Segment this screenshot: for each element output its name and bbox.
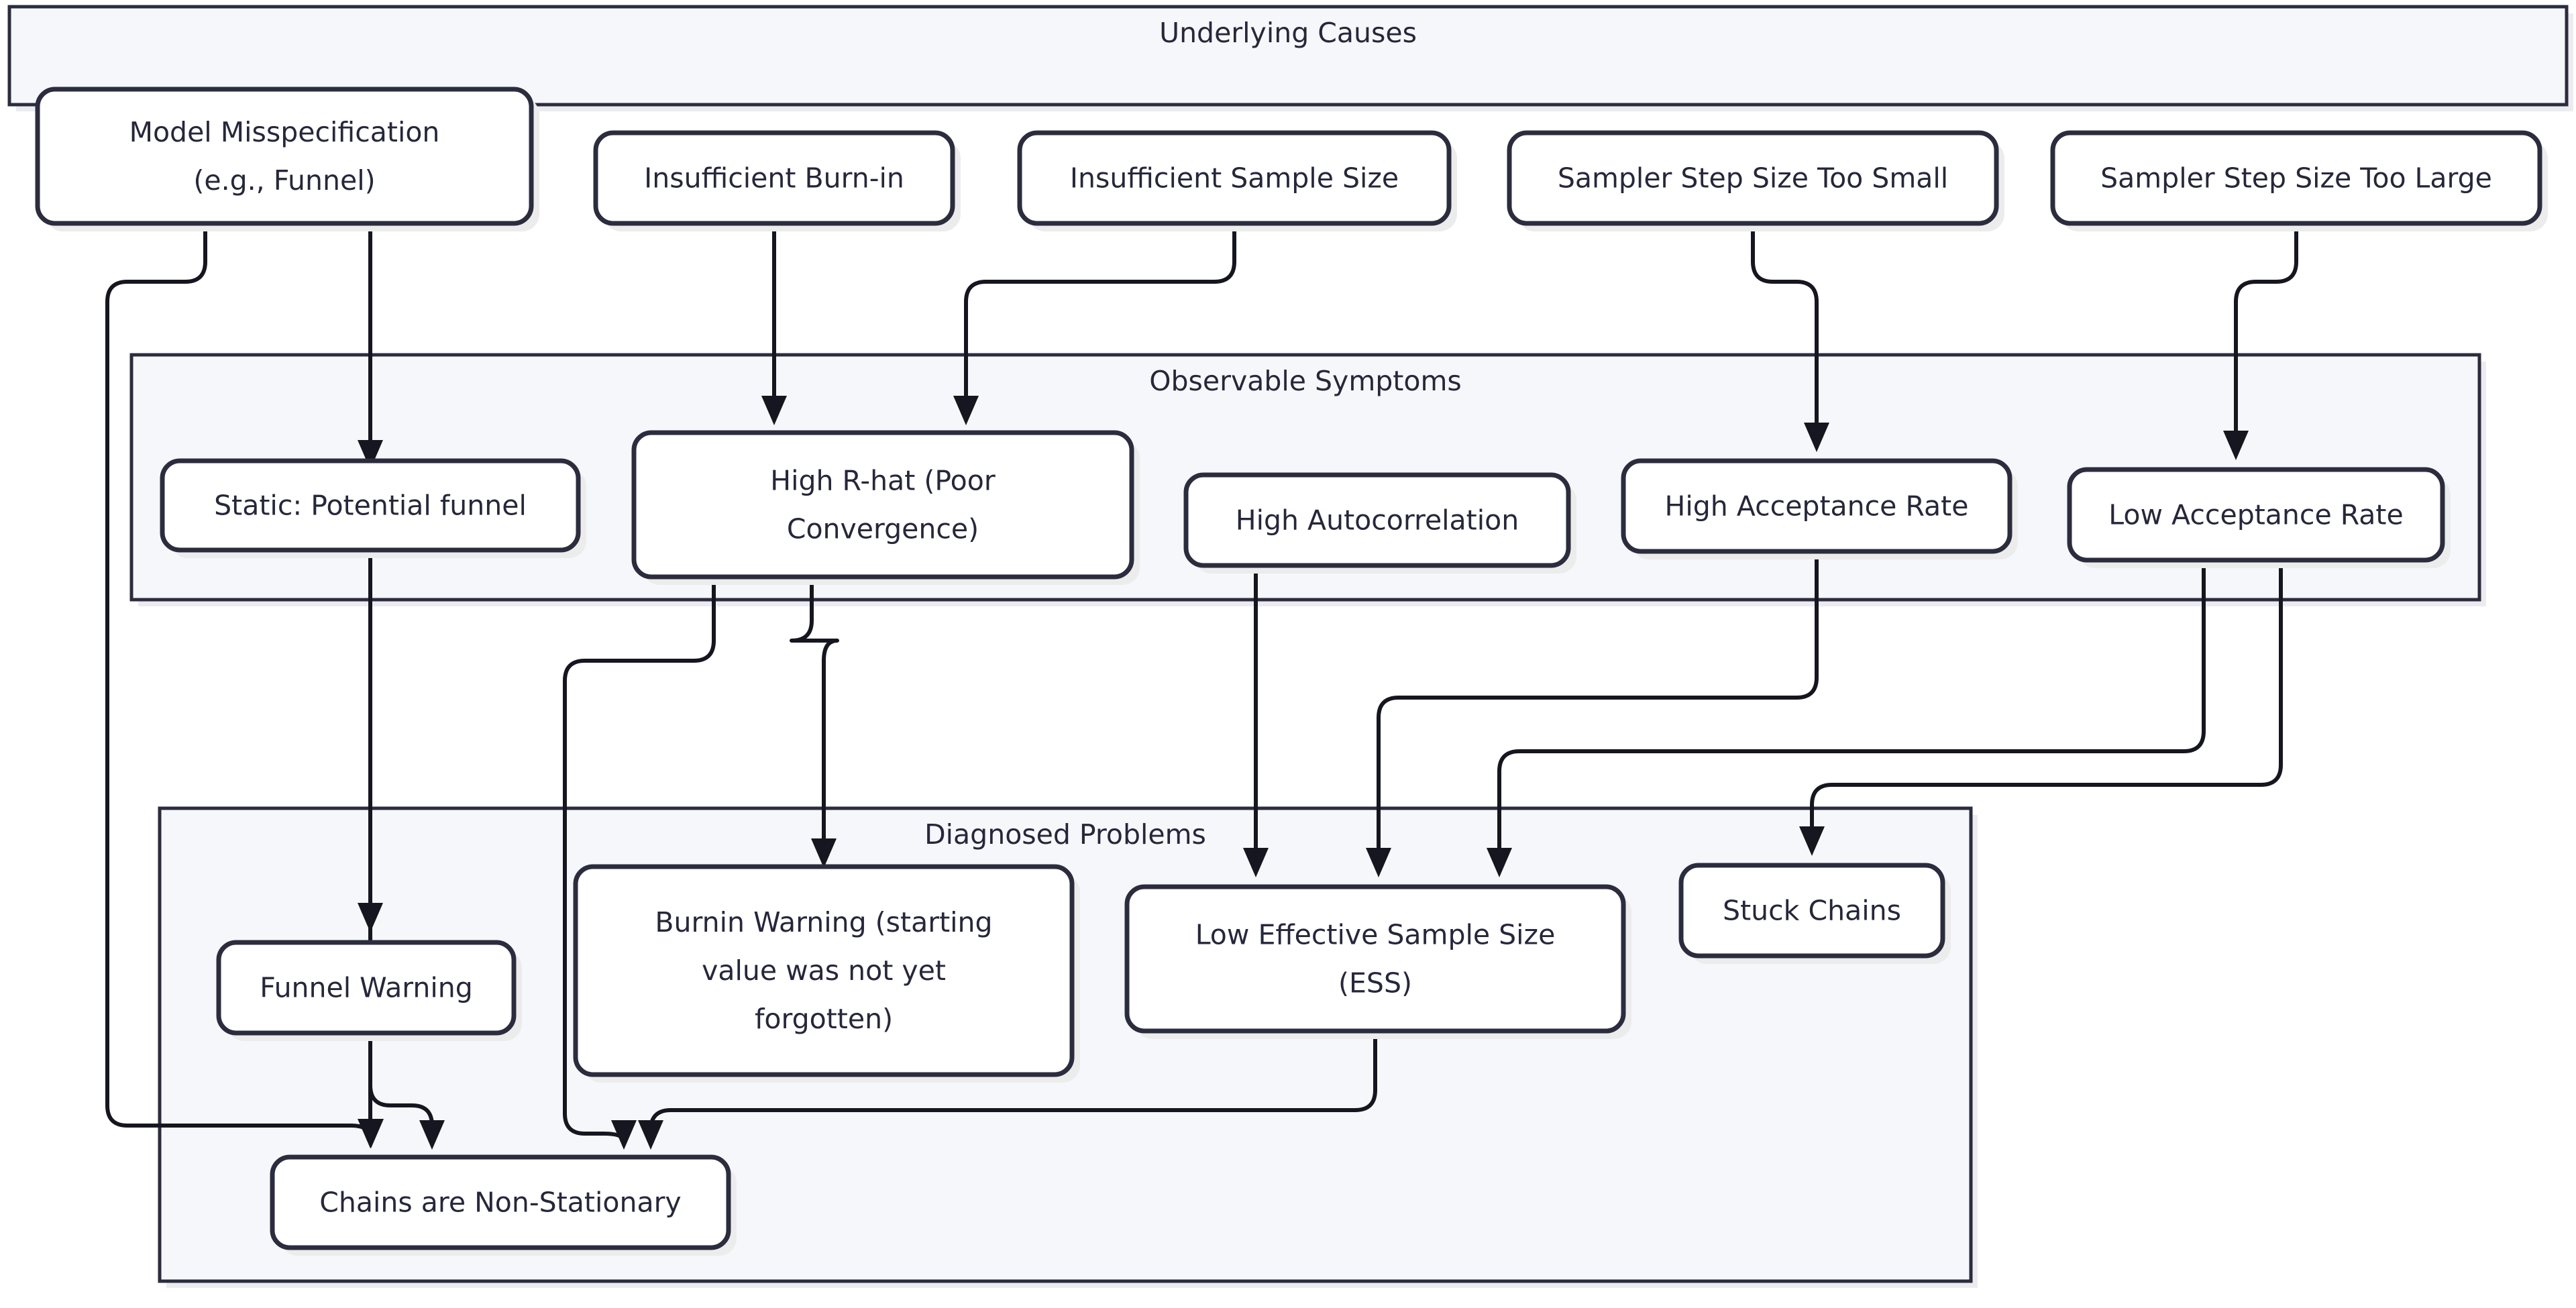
node-label-autocorr: High Autocorrelation bbox=[1236, 504, 1519, 537]
node-lowess[interactable]: Low Effective Sample Size (ESS) bbox=[1124, 884, 1631, 1039]
edge-samplesz-to-rhat bbox=[953, 225, 1236, 425]
edge-lowacc-to-stuck bbox=[1799, 561, 2283, 856]
node-label-stepsmall: Sampler Step Size Too Small bbox=[1558, 162, 1948, 195]
node-funnelwarn[interactable]: Funnel Warning bbox=[216, 940, 522, 1041]
node-label-lowess: Low Effective Sample Size bbox=[1195, 919, 1556, 951]
node-label-burninwarn: value was not yet bbox=[702, 955, 946, 987]
edge-steplarge-to-lowacc bbox=[2223, 225, 2298, 460]
node-label-steplarge: Sampler Step Size Too Large bbox=[2100, 162, 2492, 195]
node-label-highacc: High Acceptance Rate bbox=[1665, 490, 1969, 523]
node-label-misspec: Model Misspecification bbox=[129, 116, 440, 148]
node-label-lowess: (ESS) bbox=[1338, 967, 1412, 999]
node-steplarge[interactable]: Sampler Step Size Too Large bbox=[2050, 130, 2548, 231]
edge-funnelwarn-to-nonstat bbox=[368, 1034, 445, 1150]
node-label-nonstat: Chains are Non-Stationary bbox=[319, 1187, 681, 1219]
edge-misspec-to-staticfun bbox=[358, 225, 383, 470]
node-misspec[interactable]: Model Misspecification (e.g., Funnel) bbox=[35, 87, 539, 231]
edge-lowess-to-nonstat bbox=[638, 1033, 1377, 1150]
node-stuck[interactable]: Stuck Chains bbox=[1678, 863, 1951, 964]
node-label-staticfun: Static: Potential funnel bbox=[214, 490, 527, 522]
node-samplesz[interactable]: Insufficient Sample Size bbox=[1017, 130, 1457, 231]
node-burninwarn[interactable]: Burnin Warning (starting value was not ye… bbox=[573, 864, 1080, 1083]
node-label-burninwarn: Burnin Warning (starting bbox=[655, 906, 992, 938]
node-label-stuck: Stuck Chains bbox=[1723, 895, 1901, 927]
edge-rhat-to-nonstat bbox=[563, 578, 716, 1150]
node-autocorr[interactable]: High Autocorrelation bbox=[1183, 472, 1576, 574]
edge-burnin-to-rhat bbox=[761, 225, 787, 425]
node-burnin[interactable]: Insufficient Burn-in bbox=[593, 130, 961, 231]
cluster-label-problems: Diagnosed Problems bbox=[924, 818, 1206, 851]
node-label-lowacc: Low Acceptance Rate bbox=[2108, 499, 2403, 531]
node-nonstat[interactable]: Chains are Non-Stationary bbox=[270, 1154, 737, 1256]
edge-highacc-to-lowess bbox=[1366, 553, 1819, 877]
node-label-burnin: Insufficient Burn-in bbox=[644, 162, 904, 195]
edge-autocorr-to-lowess bbox=[1243, 567, 1269, 877]
node-label-rhat: High R-hat (Poor bbox=[770, 465, 996, 497]
edge-lowacc-to-lowess bbox=[1487, 561, 2206, 877]
edge-rhat-to-burninwarn bbox=[790, 578, 839, 868]
edge-stepsmall-to-highacc bbox=[1751, 225, 1829, 452]
cluster-label-symptoms: Observable Symptoms bbox=[1149, 365, 1462, 397]
node-label-burninwarn: forgotten) bbox=[755, 1003, 893, 1035]
node-stepsmall[interactable]: Sampler Step Size Too Small bbox=[1507, 130, 2004, 231]
node-lowacc[interactable]: Low Acceptance Rate bbox=[2067, 467, 2451, 568]
cluster-label-causes: Underlying Causes bbox=[1159, 17, 1417, 49]
node-highacc[interactable]: High Acceptance Rate bbox=[1621, 458, 2018, 559]
node-label-misspec: (e.g., Funnel) bbox=[193, 164, 375, 197]
node-label-funnelwarn: Funnel Warning bbox=[260, 972, 473, 1004]
node-label-rhat: Convergence) bbox=[787, 513, 979, 545]
edge-staticfun-to-nonstat bbox=[358, 550, 383, 1148]
node-label-samplesz: Insufficient Sample Size bbox=[1070, 162, 1399, 195]
node-staticfun[interactable]: Static: Potential funnel bbox=[160, 458, 586, 558]
